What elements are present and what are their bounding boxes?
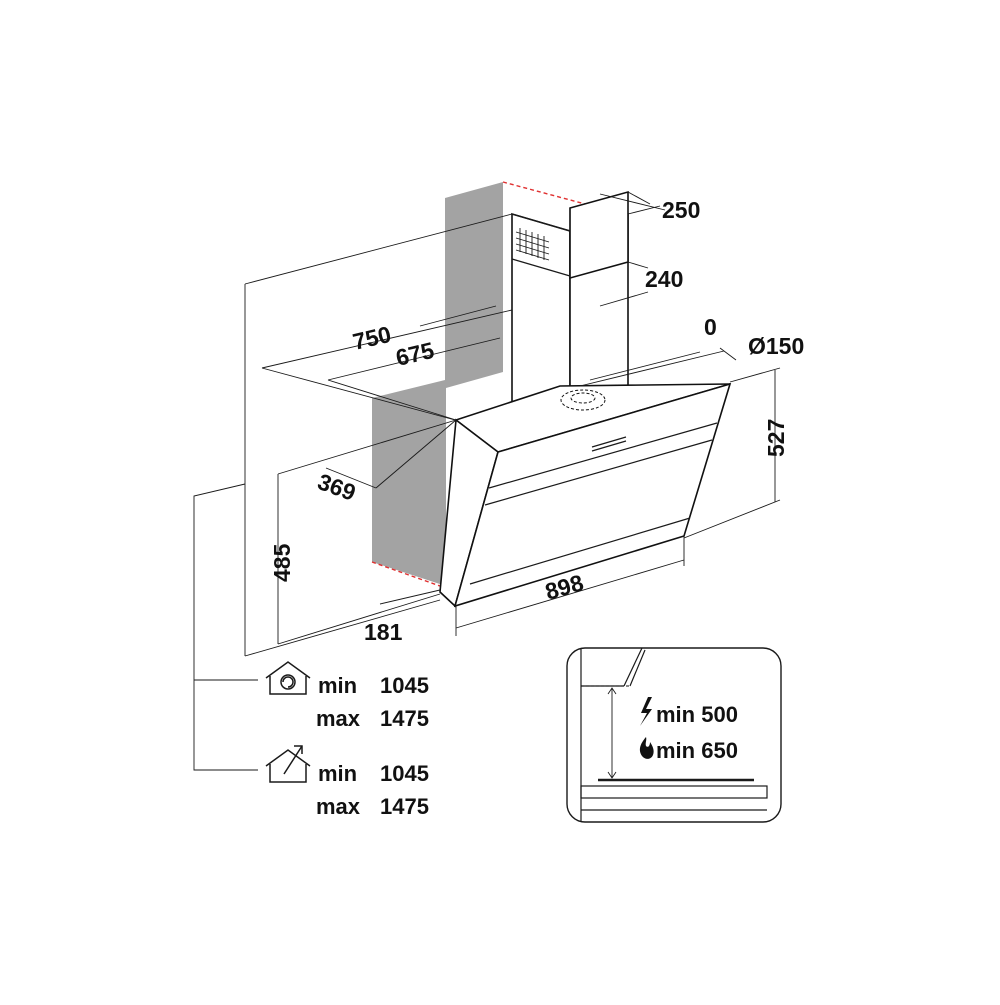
gas-min-label: min 650 bbox=[656, 738, 738, 763]
chimney bbox=[511, 190, 629, 426]
recirculation-max-label: max bbox=[316, 706, 361, 731]
label-inner-depth: 675 bbox=[393, 337, 436, 371]
extraction-range: min 1045 max 1475 bbox=[265, 745, 429, 819]
extraction-house-icon bbox=[265, 745, 311, 783]
recirculation-min-value: 1045 bbox=[380, 673, 429, 698]
recirculation-max-value: 1475 bbox=[380, 706, 429, 731]
label-wall-offset: 369 bbox=[314, 468, 359, 506]
label-outlet-diameter: Ø150 bbox=[748, 333, 804, 359]
electric-min-label: min 500 bbox=[656, 702, 738, 727]
hood-body bbox=[439, 382, 732, 608]
vent-grille bbox=[515, 228, 550, 261]
label-hood-front-height: 527 bbox=[763, 419, 789, 457]
recirculation-range: min 1045 max 1475 bbox=[265, 661, 429, 731]
wall-section bbox=[371, 181, 631, 587]
recirculation-house-icon bbox=[265, 661, 311, 695]
label-hood-height: 485 bbox=[269, 543, 295, 582]
label-duct-depth: 240 bbox=[645, 266, 683, 292]
extraction-max-label: max bbox=[316, 794, 361, 819]
lightning-icon bbox=[640, 697, 652, 726]
label-offset: 0 bbox=[704, 314, 717, 340]
extraction-max-value: 1475 bbox=[380, 794, 429, 819]
flame-icon bbox=[639, 737, 654, 759]
extraction-min-value: 1045 bbox=[380, 761, 429, 786]
extraction-min-label: min bbox=[318, 761, 357, 786]
dimension-lines bbox=[193, 191, 781, 771]
label-duct-width: 250 bbox=[662, 197, 700, 223]
label-bottom-depth: 181 bbox=[364, 619, 403, 645]
installation-inset: min 500 min 650 bbox=[566, 647, 782, 823]
label-overall-depth: 750 bbox=[350, 321, 393, 355]
recirculation-min-label: min bbox=[318, 673, 357, 698]
